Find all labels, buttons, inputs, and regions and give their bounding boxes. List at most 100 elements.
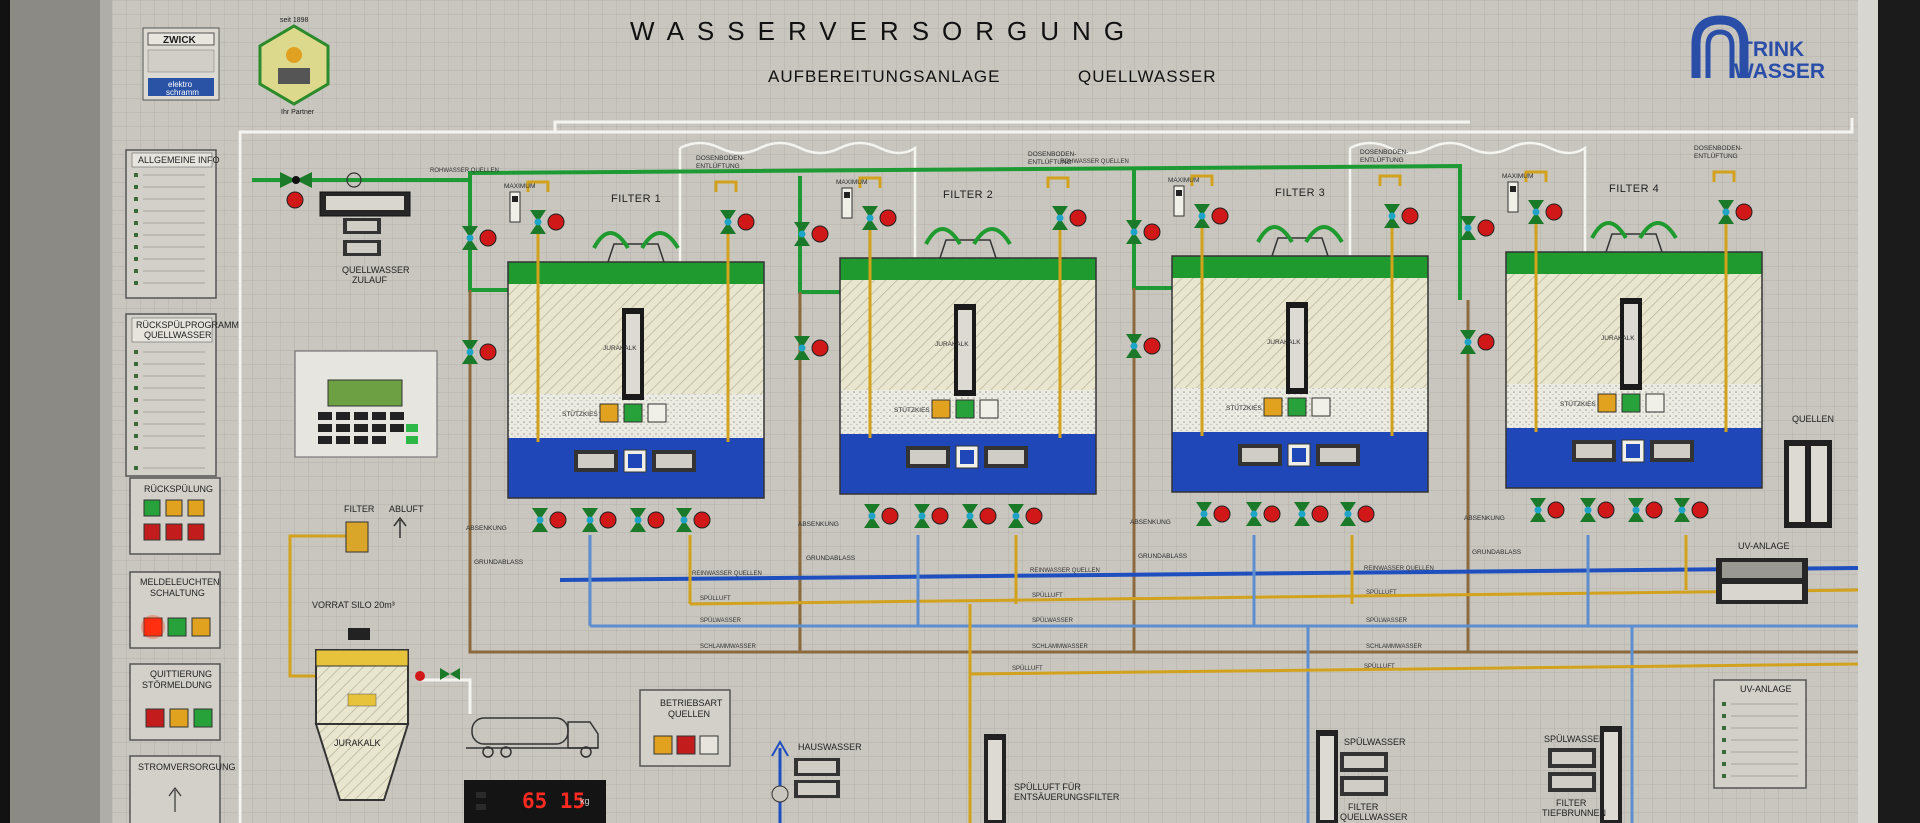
filter-1-inlet-valve[interactable]	[462, 226, 497, 250]
filter-1-stuetzkies: STÜTZKIES	[562, 410, 598, 418]
filter-1-vent-valve[interactable]	[720, 210, 755, 234]
pipe-label-spuelluft-2: SPÜLLUFT	[1032, 592, 1063, 599]
filter-2-drain-valve[interactable]	[794, 336, 829, 360]
filter-1-bottom-valve-1[interactable]	[532, 508, 567, 532]
jurakalk-silo: VORRAT SILO 20m³ JURAKALK	[312, 600, 460, 801]
filter-3-bottom-valve-1[interactable]	[1196, 502, 1231, 526]
pipe-label-rohwasser-2: ROHWASSER QUELLEN	[1060, 159, 1129, 165]
filter-1-entlueftung: ENTLÜFTUNG	[696, 162, 740, 170]
filter-1-drain-valve[interactable]	[462, 340, 497, 364]
filter-1-bottom-valve-3[interactable]	[630, 508, 665, 532]
filter-3-air-valve[interactable]	[1194, 204, 1229, 228]
filter-1-medium: JURAKALK	[603, 345, 637, 352]
filter-4-bottom-valve-3[interactable]	[1628, 498, 1663, 522]
pipe-label-reinwasser-3: REINWASSER QUELLEN	[1364, 566, 1434, 572]
svg-text:RÜCKSPÜLPROGRAMM: RÜCKSPÜLPROGRAMM	[136, 320, 239, 330]
inlet-valve[interactable]	[280, 172, 312, 209]
rueckspuelprogramm-panel: RÜCKSPÜLPROGRAMM QUELLWASSER	[125, 313, 239, 477]
svg-text:FILTER: FILTER	[1556, 798, 1587, 808]
pipe-label-spuelluft-3: SPÜLLUFT	[1366, 589, 1397, 596]
filter-unit-2: FILTER 2JURAKALKSTÜTZKIESDOSENBODEN-ENTL…	[794, 151, 1097, 562]
controller-keypad[interactable]	[294, 350, 438, 458]
filter-3-drain-valve[interactable]	[1126, 334, 1161, 358]
svg-text:ENTSÄUERUNGSFILTER: ENTSÄUERUNGSFILTER	[1014, 792, 1120, 802]
hauswasser-meter: HAUSWASSER	[771, 739, 862, 803]
pipe-label-spuelluft-4: SPÜLLUFT	[1012, 665, 1043, 672]
pipe-label-reinwasser-1: REINWASSER QUELLEN	[692, 571, 762, 577]
filter-4-air-valve[interactable]	[1528, 200, 1563, 224]
weight-display: 65 15 kg	[464, 780, 606, 823]
filter-3-dosenboden: DOSENBODEN-	[1360, 149, 1408, 156]
zwick-logo: ZWICK elektro schramm	[142, 27, 220, 101]
stromversorgung-panel: STROMVERSORGUNG	[129, 755, 236, 823]
filter-2-air-valve[interactable]	[862, 206, 897, 230]
filter-3-bottom-valve-4[interactable]	[1340, 502, 1375, 526]
filter-1-bottom-valve-4[interactable]	[676, 508, 711, 532]
filter-4-drain-valve[interactable]	[1460, 330, 1495, 354]
pipe-label-schlammwasser-1: SCHLAMMWASSER	[700, 644, 756, 650]
filter-3-medium: JURAKALK	[1267, 339, 1301, 346]
svg-text:TIEFBRUNNEN: TIEFBRUNNEN	[1542, 808, 1606, 818]
filter-3-vent-valve[interactable]	[1384, 204, 1419, 228]
filter-4-vent-valve[interactable]	[1718, 200, 1753, 224]
filter-2-bottom-valve-1[interactable]	[864, 504, 899, 528]
filter-2-vent-valve[interactable]	[1052, 206, 1087, 230]
svg-text:BETRIEBSART: BETRIEBSART	[660, 698, 723, 708]
rueckspuelung-panel: RÜCKSPÜLUNG	[129, 477, 221, 555]
filter-4-bottom-valve-4[interactable]	[1674, 498, 1709, 522]
pipe-label-reinwasser-2: REINWASSER QUELLEN	[1030, 568, 1100, 574]
filter-2-bottom-valve-4[interactable]	[1008, 504, 1043, 528]
svg-text:SCHALTUNG: SCHALTUNG	[150, 588, 205, 598]
pipe-label-schlammwasser-3: SCHLAMMWASSER	[1366, 644, 1422, 650]
svg-text:seit 1898: seit 1898	[280, 17, 309, 24]
svg-text:ALLGEMEINE INFO: ALLGEMEINE INFO	[138, 155, 220, 165]
svg-text:elektro: elektro	[168, 80, 193, 89]
svg-text:Ihr Partner: Ihr Partner	[281, 109, 315, 116]
filter-3-bottom-valve-3[interactable]	[1294, 502, 1329, 526]
svg-text:JURAKALK: JURAKALK	[334, 738, 381, 748]
filter-2-bottom-valve-2[interactable]	[914, 504, 949, 528]
filter-2-label: FILTER 2	[943, 189, 993, 201]
filter-3-inlet-valve[interactable]	[1126, 220, 1161, 244]
filter-4-medium: JURAKALK	[1601, 335, 1635, 342]
filter-1-air-valve[interactable]	[530, 210, 565, 234]
filter-3-stuetzkies: STÜTZKIES	[1226, 404, 1262, 412]
filter-2-bottom-valve-3[interactable]	[962, 504, 997, 528]
filter-4-bottom-valve-2[interactable]	[1580, 498, 1615, 522]
filter-group: FILTER 1JURAKALKSTÜTZKIESDOSENBODEN-ENTL…	[462, 145, 1763, 566]
betriebsart-panel: BETRIEBSART QUELLEN	[639, 689, 731, 767]
filter-2-inlet-valve[interactable]	[794, 222, 829, 246]
filter-1-bottom-valve-2[interactable]	[582, 508, 617, 532]
filter-2-grundablass: GRUNDABLASS	[806, 555, 856, 562]
spuelwasser-quellwasser-meter: SPÜLWASSER FILTER QUELLWASSER	[1316, 730, 1408, 823]
filter-2-absenkung: ABSENKUNG	[798, 521, 839, 528]
svg-text:HAUSWASSER: HAUSWASSER	[798, 742, 862, 752]
svg-text:QUELLWASSER: QUELLWASSER	[1340, 812, 1408, 822]
filter-4-inlet-valve[interactable]	[1460, 216, 1495, 240]
filter-4-bottom-valve-1[interactable]	[1530, 498, 1565, 522]
subtitle-quellwasser: QUELLWASSER	[1078, 67, 1217, 86]
uv-anlage-panel: UV-ANLAGE	[1713, 679, 1807, 789]
svg-text:SPÜLWASSER: SPÜLWASSER	[1544, 734, 1606, 744]
svg-text:QUITTIERUNG: QUITTIERUNG	[150, 669, 212, 679]
filter-unit-3: FILTER 3JURAKALKSTÜTZKIESDOSENBODEN-ENTL…	[1126, 149, 1429, 560]
silo-truck-icon	[466, 717, 599, 758]
filter-4-stuetzkies: STÜTZKIES	[1560, 400, 1596, 408]
filter-unit-4: FILTER 4JURAKALKSTÜTZKIESDOSENBODEN-ENTL…	[1460, 145, 1763, 556]
pipe-label-spuelwasser-2: SPÜLWASSER	[1032, 617, 1074, 624]
pipe-label-spuelluft-1: SPÜLLUFT	[700, 595, 731, 602]
filter-3-entlueftung: ENTLÜFTUNG	[1360, 156, 1404, 164]
uv-anlage-unit: UV-ANLAGE	[1716, 541, 1808, 604]
svg-text:QUELLEN: QUELLEN	[668, 709, 710, 719]
filter-4-label: FILTER 4	[1609, 183, 1659, 195]
svg-text:FILTER: FILTER	[344, 504, 375, 514]
svg-text:ZWICK: ZWICK	[163, 35, 197, 46]
quittierung-panel: QUITTIERUNG STÖRMELDUNG	[129, 663, 221, 741]
filter-3-bottom-valve-2[interactable]	[1246, 502, 1281, 526]
subtitle-aufbereitung: AUFBEREITUNGSANLAGE	[768, 67, 1001, 86]
meldeleuchten-panel: MELDELEUCHTEN SCHALTUNG	[129, 571, 221, 649]
quellwasser-zulauf-meter: QUELLWASSER ZULAUF	[319, 172, 411, 285]
left-frame	[10, 0, 102, 823]
spuelwasser-tiefbrunnen-meter: SPÜLWASSER FILTER TIEFBRUNNEN	[1542, 726, 1622, 823]
